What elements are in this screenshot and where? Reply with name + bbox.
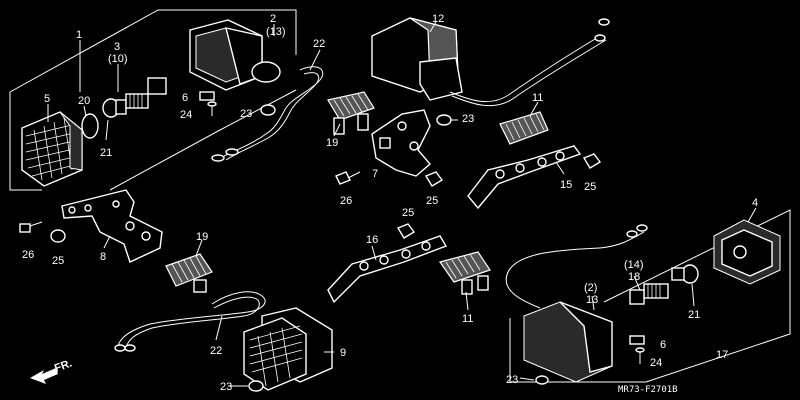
callout-19-b: 19 xyxy=(196,231,208,243)
wire-coil-left xyxy=(327,91,375,135)
wire-coil-right-top xyxy=(499,111,549,145)
turn-signal-housing-rear-left xyxy=(243,307,333,391)
callout-6-b: 6 xyxy=(660,339,666,351)
bulb-rear-right xyxy=(671,264,699,284)
leader-lines xyxy=(47,21,757,387)
bolt-26a xyxy=(335,171,361,185)
stay-15 xyxy=(467,145,582,210)
callout-25: 25 xyxy=(426,195,438,207)
callout-20: 20 xyxy=(78,95,90,107)
callout-11: 11 xyxy=(532,92,543,104)
callout-2: 2 xyxy=(270,13,276,25)
screw-small-bottom xyxy=(629,335,645,364)
turn-signal-lens-front-left xyxy=(21,111,83,187)
drawing-code: MR73-F2701B xyxy=(618,385,678,395)
wire-coil-bottom-left xyxy=(165,253,213,293)
bulb-front-left xyxy=(102,98,127,118)
callout-22: 22 xyxy=(313,38,325,50)
bracket-8 xyxy=(61,189,163,263)
callout-4: 4 xyxy=(752,197,758,209)
turn-signal-lens-rear-right xyxy=(713,219,781,285)
nut-25a xyxy=(424,171,444,187)
wire-harness-rear-right xyxy=(505,231,645,309)
callout-6: 6 xyxy=(182,92,188,104)
callout-15: 15 xyxy=(560,179,572,191)
wire-connector-b xyxy=(636,224,648,232)
callout-19: 19 xyxy=(326,137,338,149)
bulb-socket xyxy=(125,77,167,109)
callout-23-d: 23 xyxy=(506,374,518,386)
wire-connector-a xyxy=(626,230,638,238)
callout-25-b: 25 xyxy=(584,181,596,193)
callout-25-d: 25 xyxy=(402,207,414,219)
callout-16: 16 xyxy=(366,234,378,246)
assembly-frame-17 xyxy=(509,209,791,383)
washer-23c xyxy=(248,380,264,392)
front-direction-arrow: FR. xyxy=(30,357,74,384)
callout-23: 23 xyxy=(240,108,252,120)
callout-3: 3 xyxy=(114,41,120,53)
callout-23-b: 23 xyxy=(462,113,474,125)
callout-17: 17 xyxy=(716,349,728,361)
nut-23b xyxy=(436,114,452,126)
nut-25b xyxy=(582,153,602,169)
turn-signal-housing-rear-right xyxy=(523,301,613,383)
screw-small-top xyxy=(199,91,217,116)
bulb-socket-rear xyxy=(629,283,669,305)
callout-22-b: 22 xyxy=(210,345,222,357)
washer-23d xyxy=(535,375,549,385)
callout-21: 21 xyxy=(100,147,112,159)
stay-16 xyxy=(327,235,448,304)
callout-21-b: 21 xyxy=(688,309,700,321)
callout-12: 12 xyxy=(432,13,444,25)
callout-13: (13) xyxy=(266,26,286,38)
callout-7: 7 xyxy=(372,168,378,180)
callout-1: 1 xyxy=(76,29,82,41)
callout-labels: 1 2 (13) 3 (10) 5 20 21 6 24 23 22 12 11… xyxy=(22,13,758,393)
nut-25d xyxy=(396,223,416,239)
turn-signal-housing-front xyxy=(189,19,281,91)
assembly-frame-1 xyxy=(9,9,297,191)
callout-2-b: (2) xyxy=(584,282,597,294)
callout-24: 24 xyxy=(180,109,192,121)
nut-25c xyxy=(50,229,66,243)
wire-coil-right-bottom xyxy=(439,251,491,295)
bracket-7 xyxy=(371,109,431,177)
callout-9: 9 xyxy=(340,347,346,359)
callout-13-b: 13 xyxy=(586,294,598,306)
callout-24-b: 24 xyxy=(650,357,662,369)
washer-23a xyxy=(260,104,276,116)
callout-10: (10) xyxy=(108,53,128,65)
callout-18: 18 xyxy=(628,271,640,283)
front-arrow-label: FR. xyxy=(53,357,74,374)
callout-25-c: 25 xyxy=(52,255,64,267)
callout-26: 26 xyxy=(340,195,352,207)
callout-23-c: 23 xyxy=(220,381,232,393)
gasket-ring xyxy=(81,113,99,139)
callout-8: 8 xyxy=(100,251,106,263)
callout-26-b: 26 xyxy=(22,249,34,261)
wire-harness-front xyxy=(211,66,324,162)
callout-14: (14) xyxy=(624,259,644,271)
callout-5: 5 xyxy=(44,93,50,105)
callout-11-b: 11 xyxy=(462,313,473,325)
turn-signal-housing-rear xyxy=(371,17,610,107)
wire-harness-bottom xyxy=(114,291,266,352)
bolt-26b xyxy=(19,221,43,233)
